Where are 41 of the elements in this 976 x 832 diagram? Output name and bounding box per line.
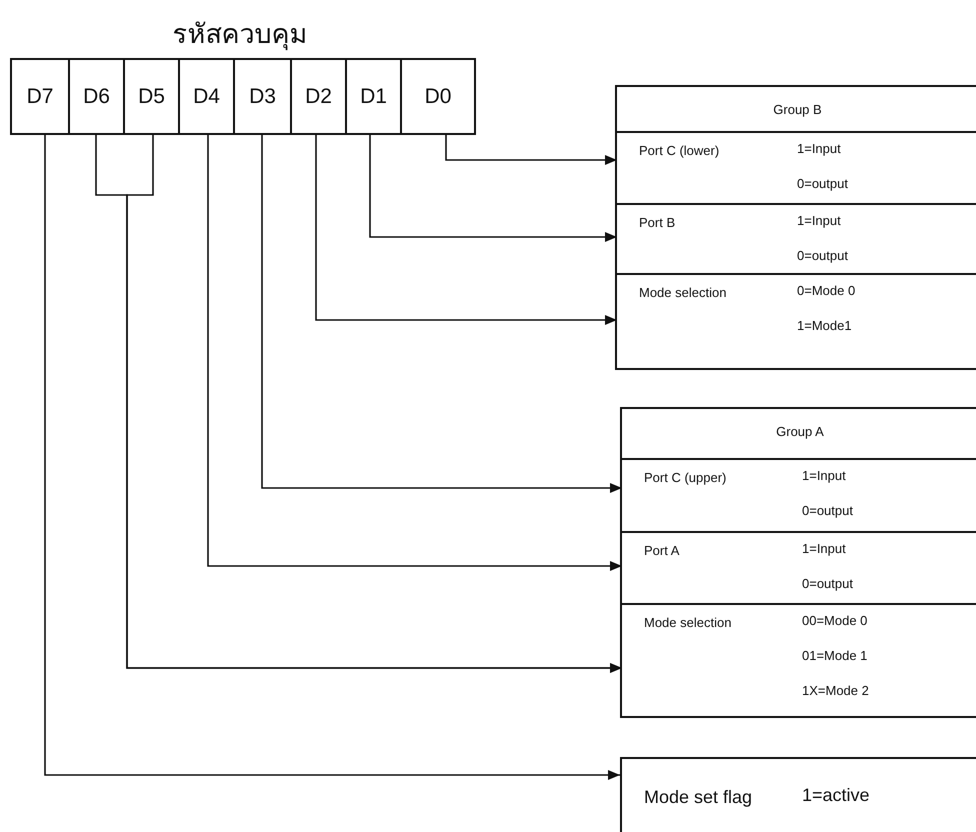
value-text: 1=active bbox=[802, 785, 870, 806]
value-text: 1=Mode1 bbox=[797, 318, 852, 333]
value-text: 00=Mode 0 bbox=[802, 613, 868, 628]
arrow bbox=[369, 135, 617, 242]
flag-box bbox=[620, 757, 976, 832]
bit-cell: D4 bbox=[178, 58, 235, 135]
value-text: 0=output bbox=[802, 503, 853, 518]
arrow bbox=[207, 135, 622, 571]
arrow bbox=[261, 135, 622, 493]
value-text: 1=Input bbox=[797, 213, 841, 228]
row-label: Port A bbox=[644, 543, 680, 558]
value-text: 0=Mode 0 bbox=[797, 283, 856, 298]
bit-cell: D6 bbox=[68, 58, 125, 135]
value-text: 01=Mode 1 bbox=[802, 648, 868, 663]
bit-cell: D5 bbox=[123, 58, 180, 135]
group-box bbox=[620, 407, 976, 718]
row-label: Mode selection bbox=[644, 615, 732, 630]
row-label: Mode set flag bbox=[644, 787, 752, 808]
group-heading: Group B bbox=[772, 102, 823, 117]
row-label: Port C (lower) bbox=[639, 143, 720, 158]
bit-cell: D0 bbox=[400, 58, 476, 135]
bit-cell: D7 bbox=[10, 58, 70, 135]
group-heading: Group A bbox=[775, 424, 825, 439]
bit-cell: D1 bbox=[345, 58, 402, 135]
bit-cell: D3 bbox=[233, 58, 292, 135]
row-label: Port B bbox=[639, 215, 676, 230]
group-box bbox=[615, 85, 976, 370]
arrow bbox=[445, 135, 617, 165]
arrow bbox=[315, 135, 617, 325]
value-text: 1=Input bbox=[802, 541, 846, 556]
value-text: 0=output bbox=[797, 176, 848, 191]
bit-cell: D2 bbox=[290, 58, 347, 135]
row-label: Port C (upper) bbox=[644, 470, 726, 485]
arrow bbox=[44, 135, 620, 780]
title: รหัสควบคุม bbox=[172, 18, 308, 52]
value-text: 0=output bbox=[802, 576, 853, 591]
row-label: Mode selection bbox=[639, 285, 726, 300]
value-text: 1=Input bbox=[802, 468, 846, 483]
value-text: 1=Input bbox=[797, 141, 841, 156]
value-text: 0=output bbox=[797, 248, 848, 263]
value-text: 1X=Mode 2 bbox=[802, 683, 869, 698]
